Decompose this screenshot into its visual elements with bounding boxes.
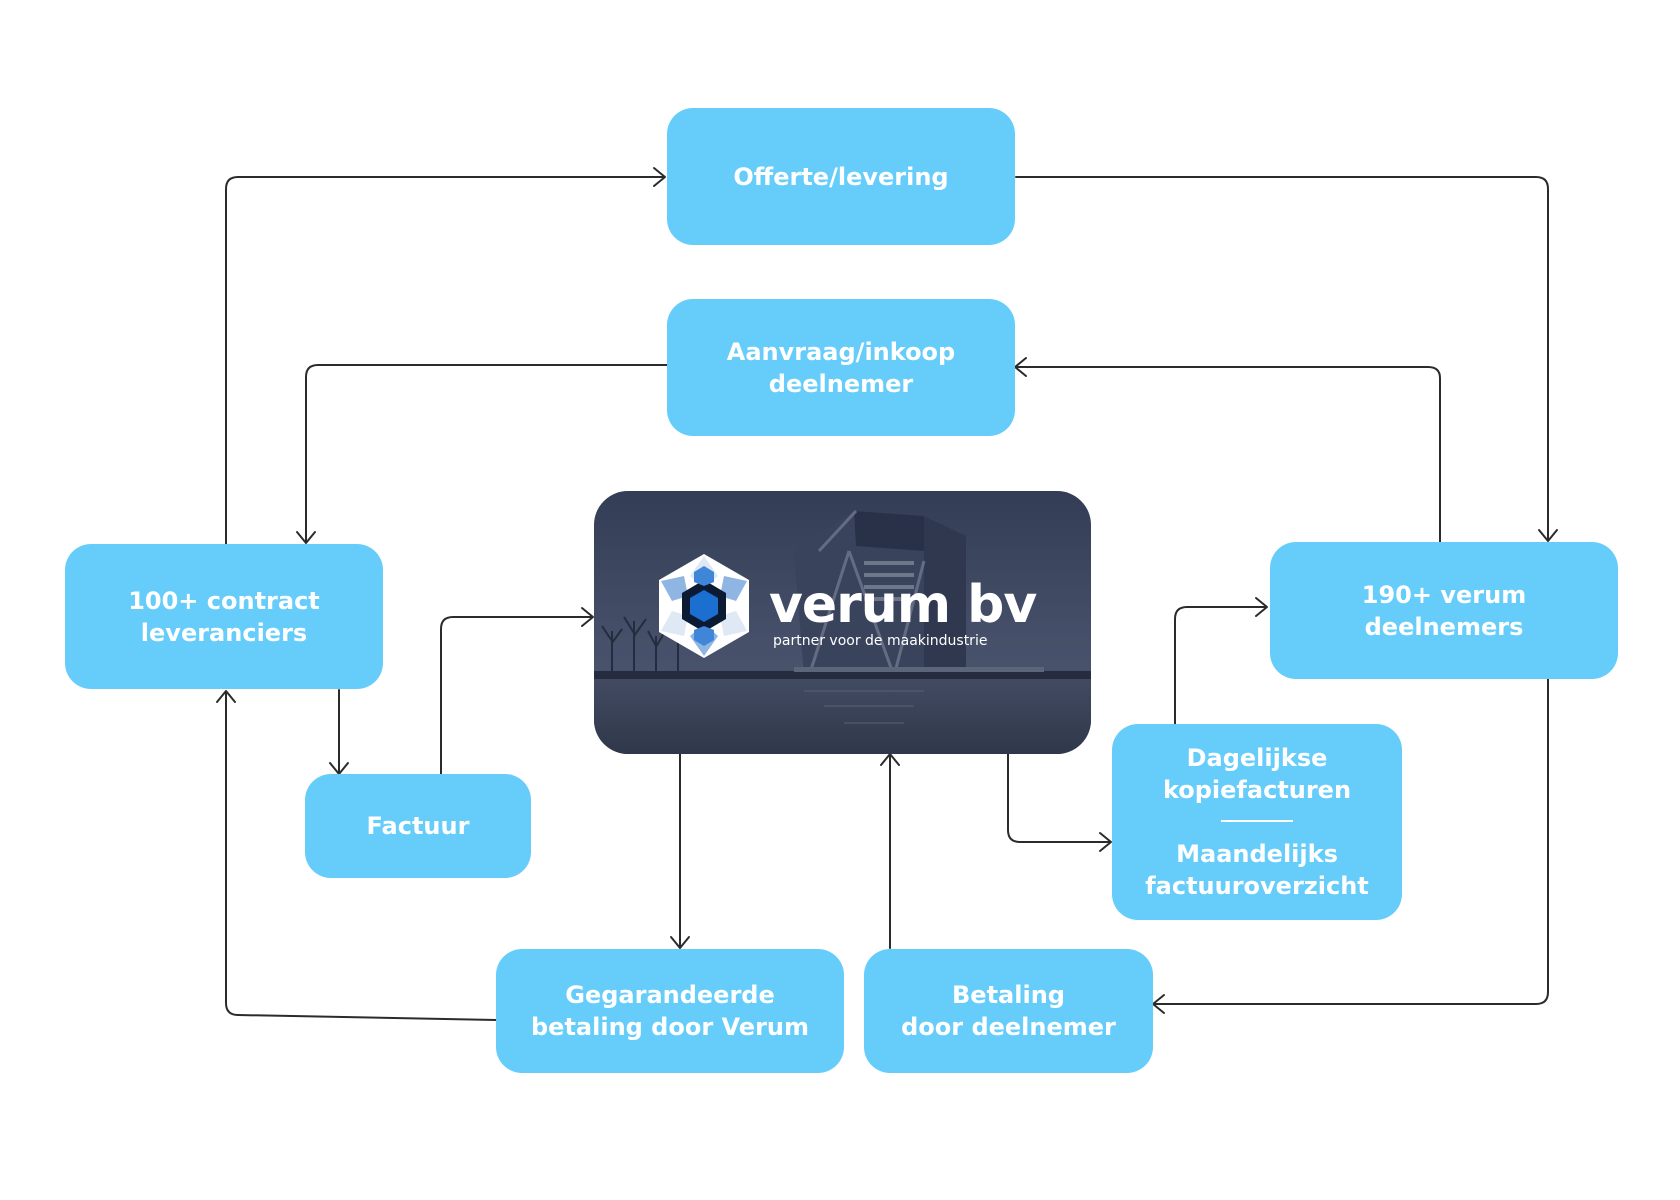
node-verum-deelnemers: 190+ verum deelnemers: [1270, 542, 1618, 679]
node-label-kopie-2: kopiefacturen: [1162, 776, 1352, 804]
node-label-line-1: Betaling: [952, 981, 1065, 1009]
arrow-gegarandeerde-to-leveranciers: [225, 692, 497, 1021]
building-photo: [594, 491, 1091, 754]
node-label-line-1: Gegarandeerde: [565, 981, 775, 1009]
node-label-line-2: door deelnemer: [901, 1013, 1116, 1041]
brand-name: verum bv: [769, 575, 1037, 635]
arrow-offerte-to-deelnemers: [1015, 176, 1549, 540]
verum-brand-card: verum bv partner voor de maakindustrie: [594, 491, 1091, 754]
arrow-aanvraag-to-leveranciers: [305, 364, 668, 542]
node-label-line-2: deelnemer: [768, 369, 914, 398]
arrow-deelnemers-to-aanvraag: [1016, 366, 1441, 543]
node-label-kopie-1: Dagelijkse: [1186, 744, 1328, 772]
node-label-line-1: 100+ contract: [128, 586, 320, 615]
verum-logo-icon: [659, 554, 749, 658]
node-separator: [1221, 820, 1293, 822]
node-label: Offerte/levering: [733, 162, 949, 191]
node-kopiefacturen-factuuroverzicht: Dagelijkse kopiefacturen Maandelijks fac…: [1112, 724, 1402, 920]
node-label: Factuur: [366, 812, 470, 840]
arrowhead-leveranciers-bottom: [216, 690, 236, 703]
brand-wordmark: verum bv partner voor de maakindustrie: [769, 575, 1037, 649]
arrowhead-center-left: [581, 607, 594, 627]
node-contract-leveranciers: 100+ contract leveranciers: [65, 544, 383, 689]
arrowhead-deelnemers-top: [1538, 529, 1558, 542]
node-label-line-1: 190+ verum: [1361, 580, 1527, 609]
node-label-line-2: deelnemers: [1364, 612, 1524, 641]
arrow-deelnemers-to-betaling: [1154, 678, 1549, 1005]
node-label-line-1: Aanvraag/inkoop: [726, 337, 956, 366]
node-label-line-2: betaling door Verum: [530, 1013, 809, 1041]
node-aanvraag-inkoop: Aanvraag/inkoop deelnemer: [667, 299, 1015, 436]
node-factuur: Factuur: [305, 774, 531, 878]
arrowhead-deelnemers-left: [1255, 597, 1268, 617]
arrow-center-to-kopie: [1007, 753, 1110, 843]
node-offerte-levering: Offerte/levering: [667, 108, 1015, 245]
node-label-line-2: leveranciers: [140, 618, 308, 647]
arrow-kopie-to-deelnemers: [1174, 606, 1266, 725]
arrow-leveranciers-to-offerte: [225, 176, 664, 545]
arrowhead-aanvraag-right: [1014, 357, 1027, 377]
node-label-maand-2: factuuroverzicht: [1145, 872, 1369, 900]
arrowhead-center-bottom: [880, 753, 900, 766]
node-label-maand-1: Maandelijks: [1176, 840, 1338, 868]
node-gegarandeerde-betaling: Gegarandeerde betaling door Verum: [496, 949, 844, 1073]
brand-tagline: partner voor de maakindustrie: [773, 633, 988, 649]
arrowhead-kopie-left: [1099, 832, 1112, 852]
arrowhead-gegarandeerde-top: [670, 936, 690, 949]
arrowhead-leveranciers-top: [296, 531, 316, 544]
node-betaling-deelnemer: Betaling door deelnemer: [864, 949, 1153, 1073]
arrow-factuur-to-center: [440, 616, 592, 775]
arrowhead-betaling-right: [1152, 994, 1165, 1014]
arrowhead-offerte-left: [653, 167, 666, 187]
